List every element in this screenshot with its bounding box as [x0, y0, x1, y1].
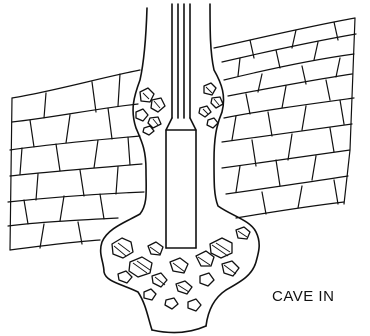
drill-pipe [166, 4, 196, 248]
cave-in-rubble [112, 227, 250, 311]
right-rock-strata [214, 18, 356, 218]
upper-rock-fragments [136, 83, 223, 135]
cave-in-label: CAVE IN [272, 288, 334, 305]
